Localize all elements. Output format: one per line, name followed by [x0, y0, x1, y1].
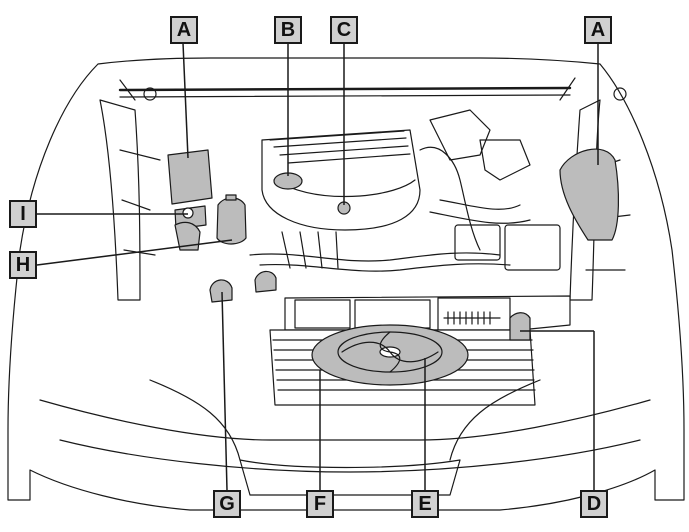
callout-e: E	[411, 490, 439, 518]
leader-lines	[36, 42, 599, 491]
callout-i: I	[9, 200, 37, 228]
callout-g: G	[213, 490, 241, 518]
vehicle-body-outline	[7, 57, 685, 511]
callout-a-right: A	[584, 16, 612, 44]
front-bumper	[39, 399, 651, 441]
coolant-reservoir-cap	[209, 279, 233, 303]
left-fuse-box	[167, 149, 213, 205]
fluid-reservoir	[216, 197, 247, 245]
callout-a-left: A	[170, 16, 198, 44]
battery-terminal	[174, 221, 201, 251]
hood-hinge-bar	[118, 86, 572, 92]
condenser	[509, 312, 531, 341]
callout-b: B	[274, 16, 302, 44]
callout-h: H	[9, 251, 37, 279]
engine-bay-hoses	[419, 146, 481, 251]
engine-cover	[261, 129, 421, 231]
right-air-cleaner-box	[559, 148, 620, 241]
callout-d: D	[580, 490, 608, 518]
callout-f: F	[306, 490, 334, 518]
left-fender-structure	[99, 99, 141, 301]
callout-c: C	[330, 16, 358, 44]
